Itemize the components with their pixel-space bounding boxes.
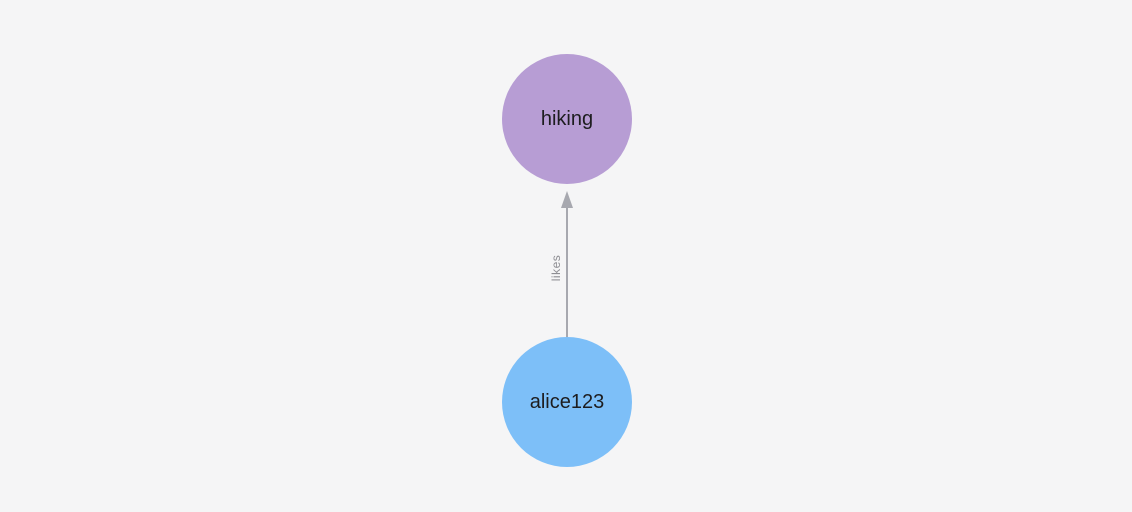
edge-label: likes [549, 254, 563, 281]
arrow-up-icon [561, 191, 573, 208]
edge-line [566, 208, 568, 337]
node-label-alice123: alice123 [529, 391, 605, 413]
graph-node-alice123[interactable]: alice123 [502, 337, 632, 467]
node-label-hiking: hiking [540, 108, 594, 130]
graph-node-hiking[interactable]: hiking [502, 54, 632, 184]
